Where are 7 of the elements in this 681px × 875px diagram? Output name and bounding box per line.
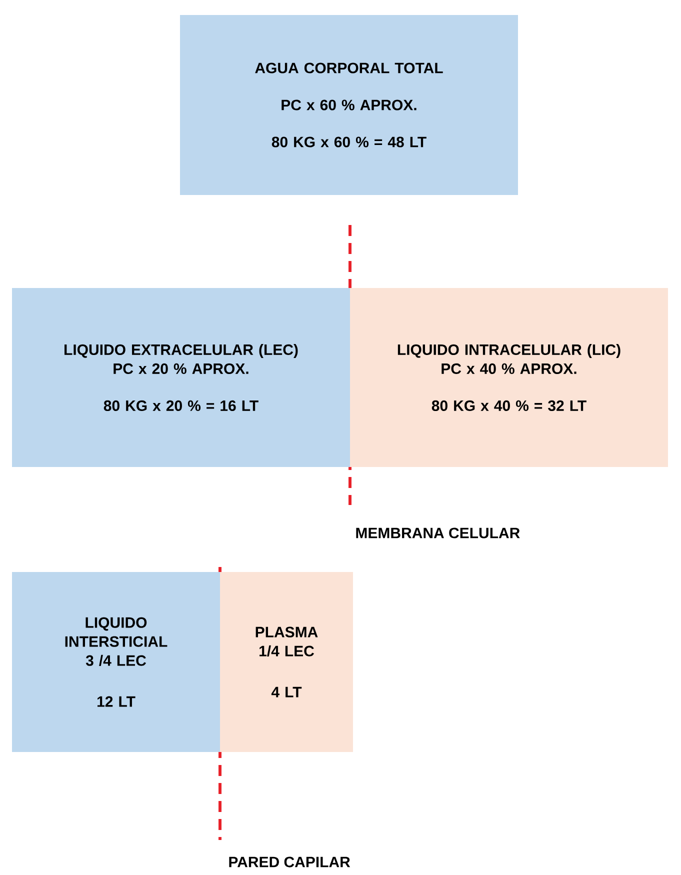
compartment-box: LIQUIDO INTRACELULAR (LIC) PC x 40 % APROX. 80 KG x 40 % = 32 LT <box>350 288 668 467</box>
divider-label: PARED CAPILAR <box>229 856 350 868</box>
divider-label: MEMBRANA CELULAR <box>356 528 520 538</box>
compartment-box: PLASMA 1/4 LEC 4 LT <box>220 572 353 752</box>
compartment-box: LIQUIDO INTERSTICIAL 3 /4 LEC 12 LT <box>12 572 220 752</box>
compartment-box: AGUA CORPORAL TOTAL PC x 60 % APROX. 80 KG x 60 % = 48 LT <box>180 15 518 195</box>
compartment-box: LIQUIDO EXTRACELULAR (LEC) PC x 20 % APROX. 80 KG x 20 % = 16 LT <box>12 288 350 467</box>
